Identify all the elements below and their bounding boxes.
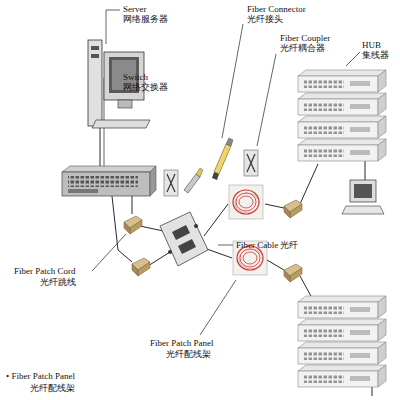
- callout-label: 光纤接头: [247, 14, 283, 24]
- callout-label: 光纤配线架: [166, 349, 211, 359]
- callout-label: HUB: [362, 40, 381, 50]
- callout-label: Server: [123, 4, 147, 14]
- callout-label: 网络交换器: [123, 82, 168, 92]
- callout-label: Fiber Connector: [247, 4, 306, 14]
- callout-label: 光纤配线架: [30, 383, 75, 393]
- callout-label: Fiber Patch Cord: [14, 266, 76, 276]
- patch-panel: [160, 212, 208, 266]
- workstation: [342, 180, 384, 214]
- callout-label: • Fiber Patch Panel: [6, 371, 75, 381]
- callout-label: 光纤跳线: [40, 277, 76, 287]
- callout-label: 网络服务器: [123, 14, 168, 24]
- callout-label: 光纤耦合器: [280, 43, 325, 53]
- switch: [62, 166, 156, 196]
- callout-label: Switch: [123, 72, 148, 82]
- callout-label: 集线器: [362, 50, 389, 60]
- callout-label: Fiber Patch Panel: [150, 338, 214, 348]
- callout-label: Fiber Coupler: [280, 33, 330, 43]
- callout-label: Fiber Cable 光纤: [236, 240, 299, 250]
